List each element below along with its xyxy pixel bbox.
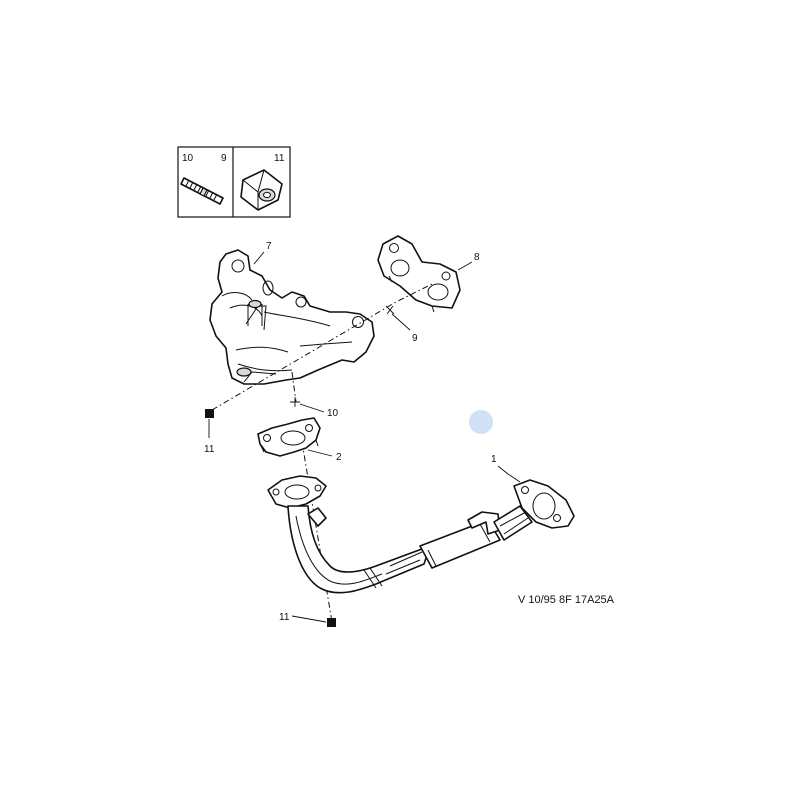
callout-nut-left: 11	[204, 444, 215, 455]
inset-label-stud-long: 10	[182, 153, 194, 164]
stud-axis-flange	[291, 371, 297, 403]
front-pipe	[267, 465, 575, 594]
callout-manifold: 7	[266, 241, 272, 252]
callout-front-pipe: 1	[491, 454, 497, 465]
stud-icon	[180, 177, 224, 205]
fastener-inset: 10 9 11	[177, 146, 291, 218]
stud-9-marker	[385, 305, 411, 331]
callout-gasket-manifold: 8	[474, 252, 480, 263]
manifold-gasket	[377, 235, 461, 313]
callout-stud-flange: 10	[327, 408, 339, 419]
inset-label-nut: 11	[274, 153, 285, 164]
nut-icon	[240, 169, 283, 211]
callout-flange-gasket: 2	[336, 452, 342, 463]
flange-gasket	[257, 417, 333, 457]
leader-8	[457, 261, 473, 271]
nut-11-bottom	[291, 615, 336, 627]
callout-stud-manifold: 9	[412, 333, 418, 344]
exhaust-manifold	[209, 249, 375, 385]
highlight-marker	[469, 410, 493, 434]
callout-nut-bottom: 11	[279, 612, 290, 623]
reference-code: V 10/95 8F 17A25A	[518, 594, 615, 606]
stud-axis-manifold	[211, 283, 433, 411]
nut-11-left	[205, 409, 214, 438]
stud-10-marker	[290, 397, 325, 413]
stud-axis-pipe	[301, 441, 333, 623]
leader-7	[253, 251, 265, 265]
inset-label-stud-short: 9	[221, 153, 227, 164]
